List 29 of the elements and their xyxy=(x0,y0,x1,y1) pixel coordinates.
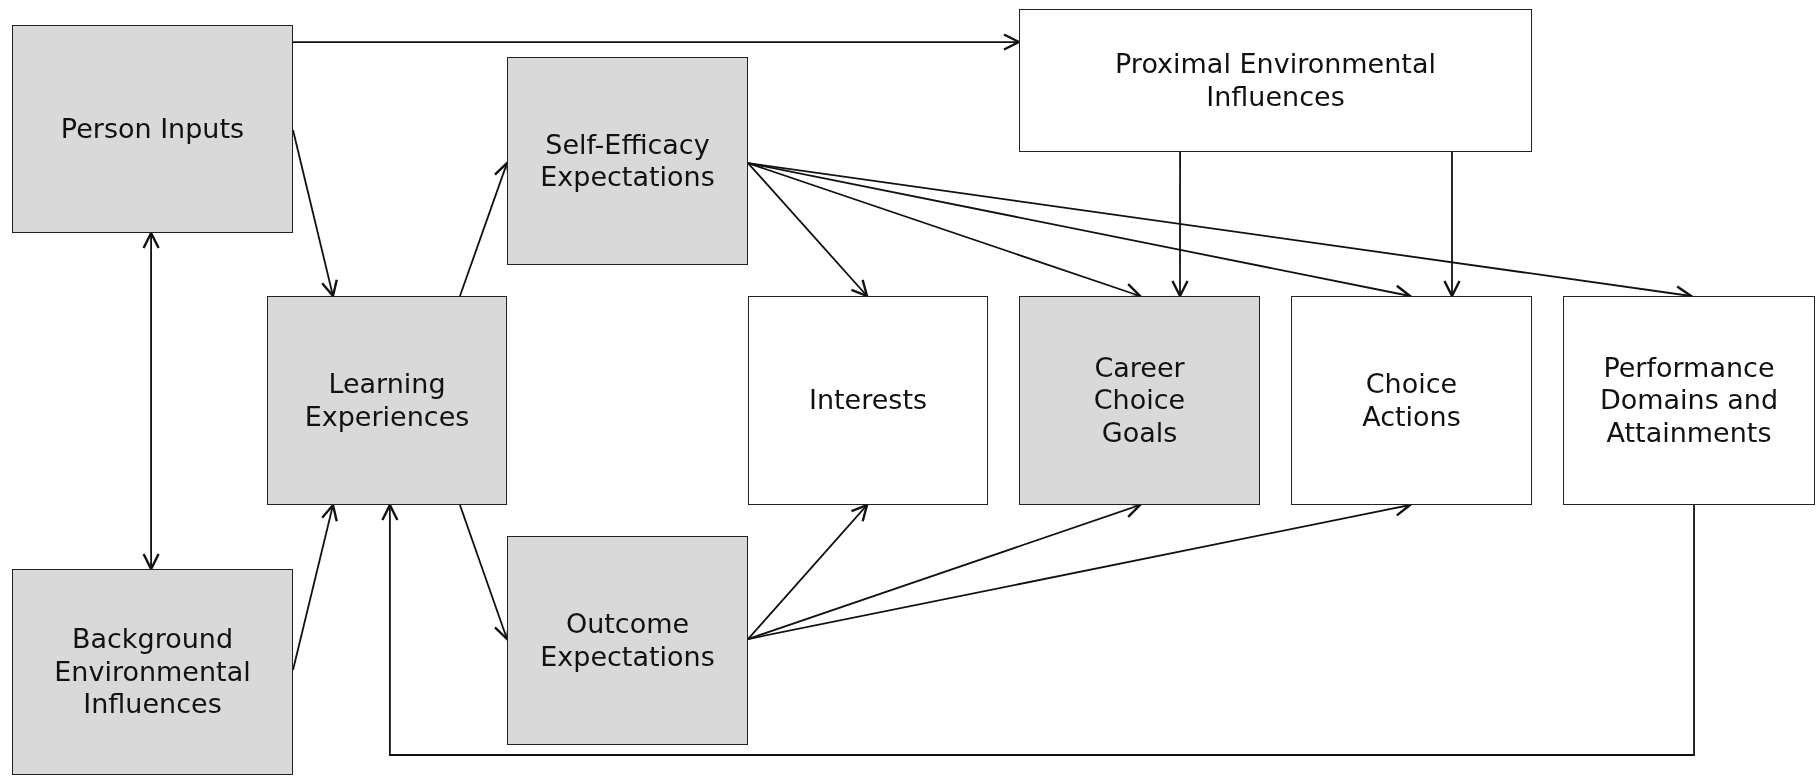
arrow xyxy=(381,503,1695,756)
concept-box xyxy=(748,296,988,505)
concept-box xyxy=(1019,9,1532,152)
concept-box xyxy=(267,296,507,505)
arrow xyxy=(142,231,160,571)
concept-box xyxy=(1563,296,1815,505)
node-label: Self-Efficacy Expectations xyxy=(539,128,716,194)
arrow xyxy=(292,33,1021,51)
concept-box xyxy=(1019,296,1260,505)
node-label: Choice Actions xyxy=(1361,368,1462,433)
concept-box xyxy=(507,57,748,265)
concept-box xyxy=(1291,296,1532,505)
arrow xyxy=(292,503,338,671)
arrow xyxy=(1443,151,1461,298)
concept-box xyxy=(507,536,748,745)
concept-box xyxy=(12,25,293,233)
node-label: Interests xyxy=(807,384,929,417)
arrow xyxy=(747,503,869,640)
node-label: Learning Experiences xyxy=(303,368,471,433)
node-label: Person Inputs xyxy=(59,112,246,146)
node-label: Proximal Environmental Influences xyxy=(1114,48,1437,113)
node-label: Performance Domains and Attainments xyxy=(1598,351,1780,450)
node-label: Career Choice Goals xyxy=(1092,351,1187,450)
node-label: Outcome Expectations xyxy=(539,608,716,673)
arrow xyxy=(747,162,869,298)
node-label: Background Environmental Influences xyxy=(53,623,252,721)
concept-box xyxy=(12,569,293,775)
arrow xyxy=(292,129,338,298)
arrow xyxy=(1171,151,1189,298)
